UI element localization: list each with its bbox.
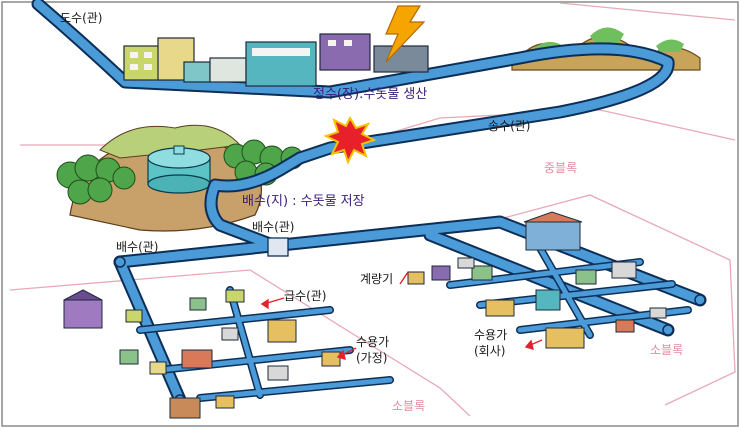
label-service-pipe: 급수(관) <box>284 289 326 303</box>
pipe-network <box>31 0 707 407</box>
label-purification-plant: 정수(장):수돗물 생산 <box>313 87 427 102</box>
label-mid-block: 중블록 <box>544 161 577 175</box>
consumer-buildings <box>63 211 667 419</box>
trees <box>56 139 304 205</box>
label-reservoir: 배수(지) : 수돗물 저장 <box>242 194 365 209</box>
distribution-junction-box <box>267 237 289 257</box>
label-water-meter: 계량기 <box>360 272 393 286</box>
small-block-right-boundary <box>439 194 736 406</box>
label-transmission-pipe: 송수(관) <box>488 119 530 133</box>
purification-plant <box>123 33 429 87</box>
label-consumer-company-2: (회사) <box>474 344 505 358</box>
label-distribution-pipe-left: 배수(관) <box>116 240 158 254</box>
lightning-icon <box>385 5 426 63</box>
label-consumer-company-1: 수용가 <box>474 328 507 342</box>
label-small-block-left: 소블록 <box>392 399 425 413</box>
label-intake-pipe: 도수(관) <box>60 11 102 25</box>
label-consumer-home-1: 수용가 <box>356 335 389 349</box>
explosion-icon <box>323 115 377 165</box>
top-boundary <box>559 2 736 21</box>
reservoir-tank <box>147 145 211 194</box>
label-distribution-pipe-upper: 배수(관) <box>252 220 294 234</box>
label-small-block-right: 소블록 <box>650 343 683 357</box>
label-consumer-home-2: (가정) <box>356 351 387 365</box>
arrow-icon <box>260 271 543 361</box>
